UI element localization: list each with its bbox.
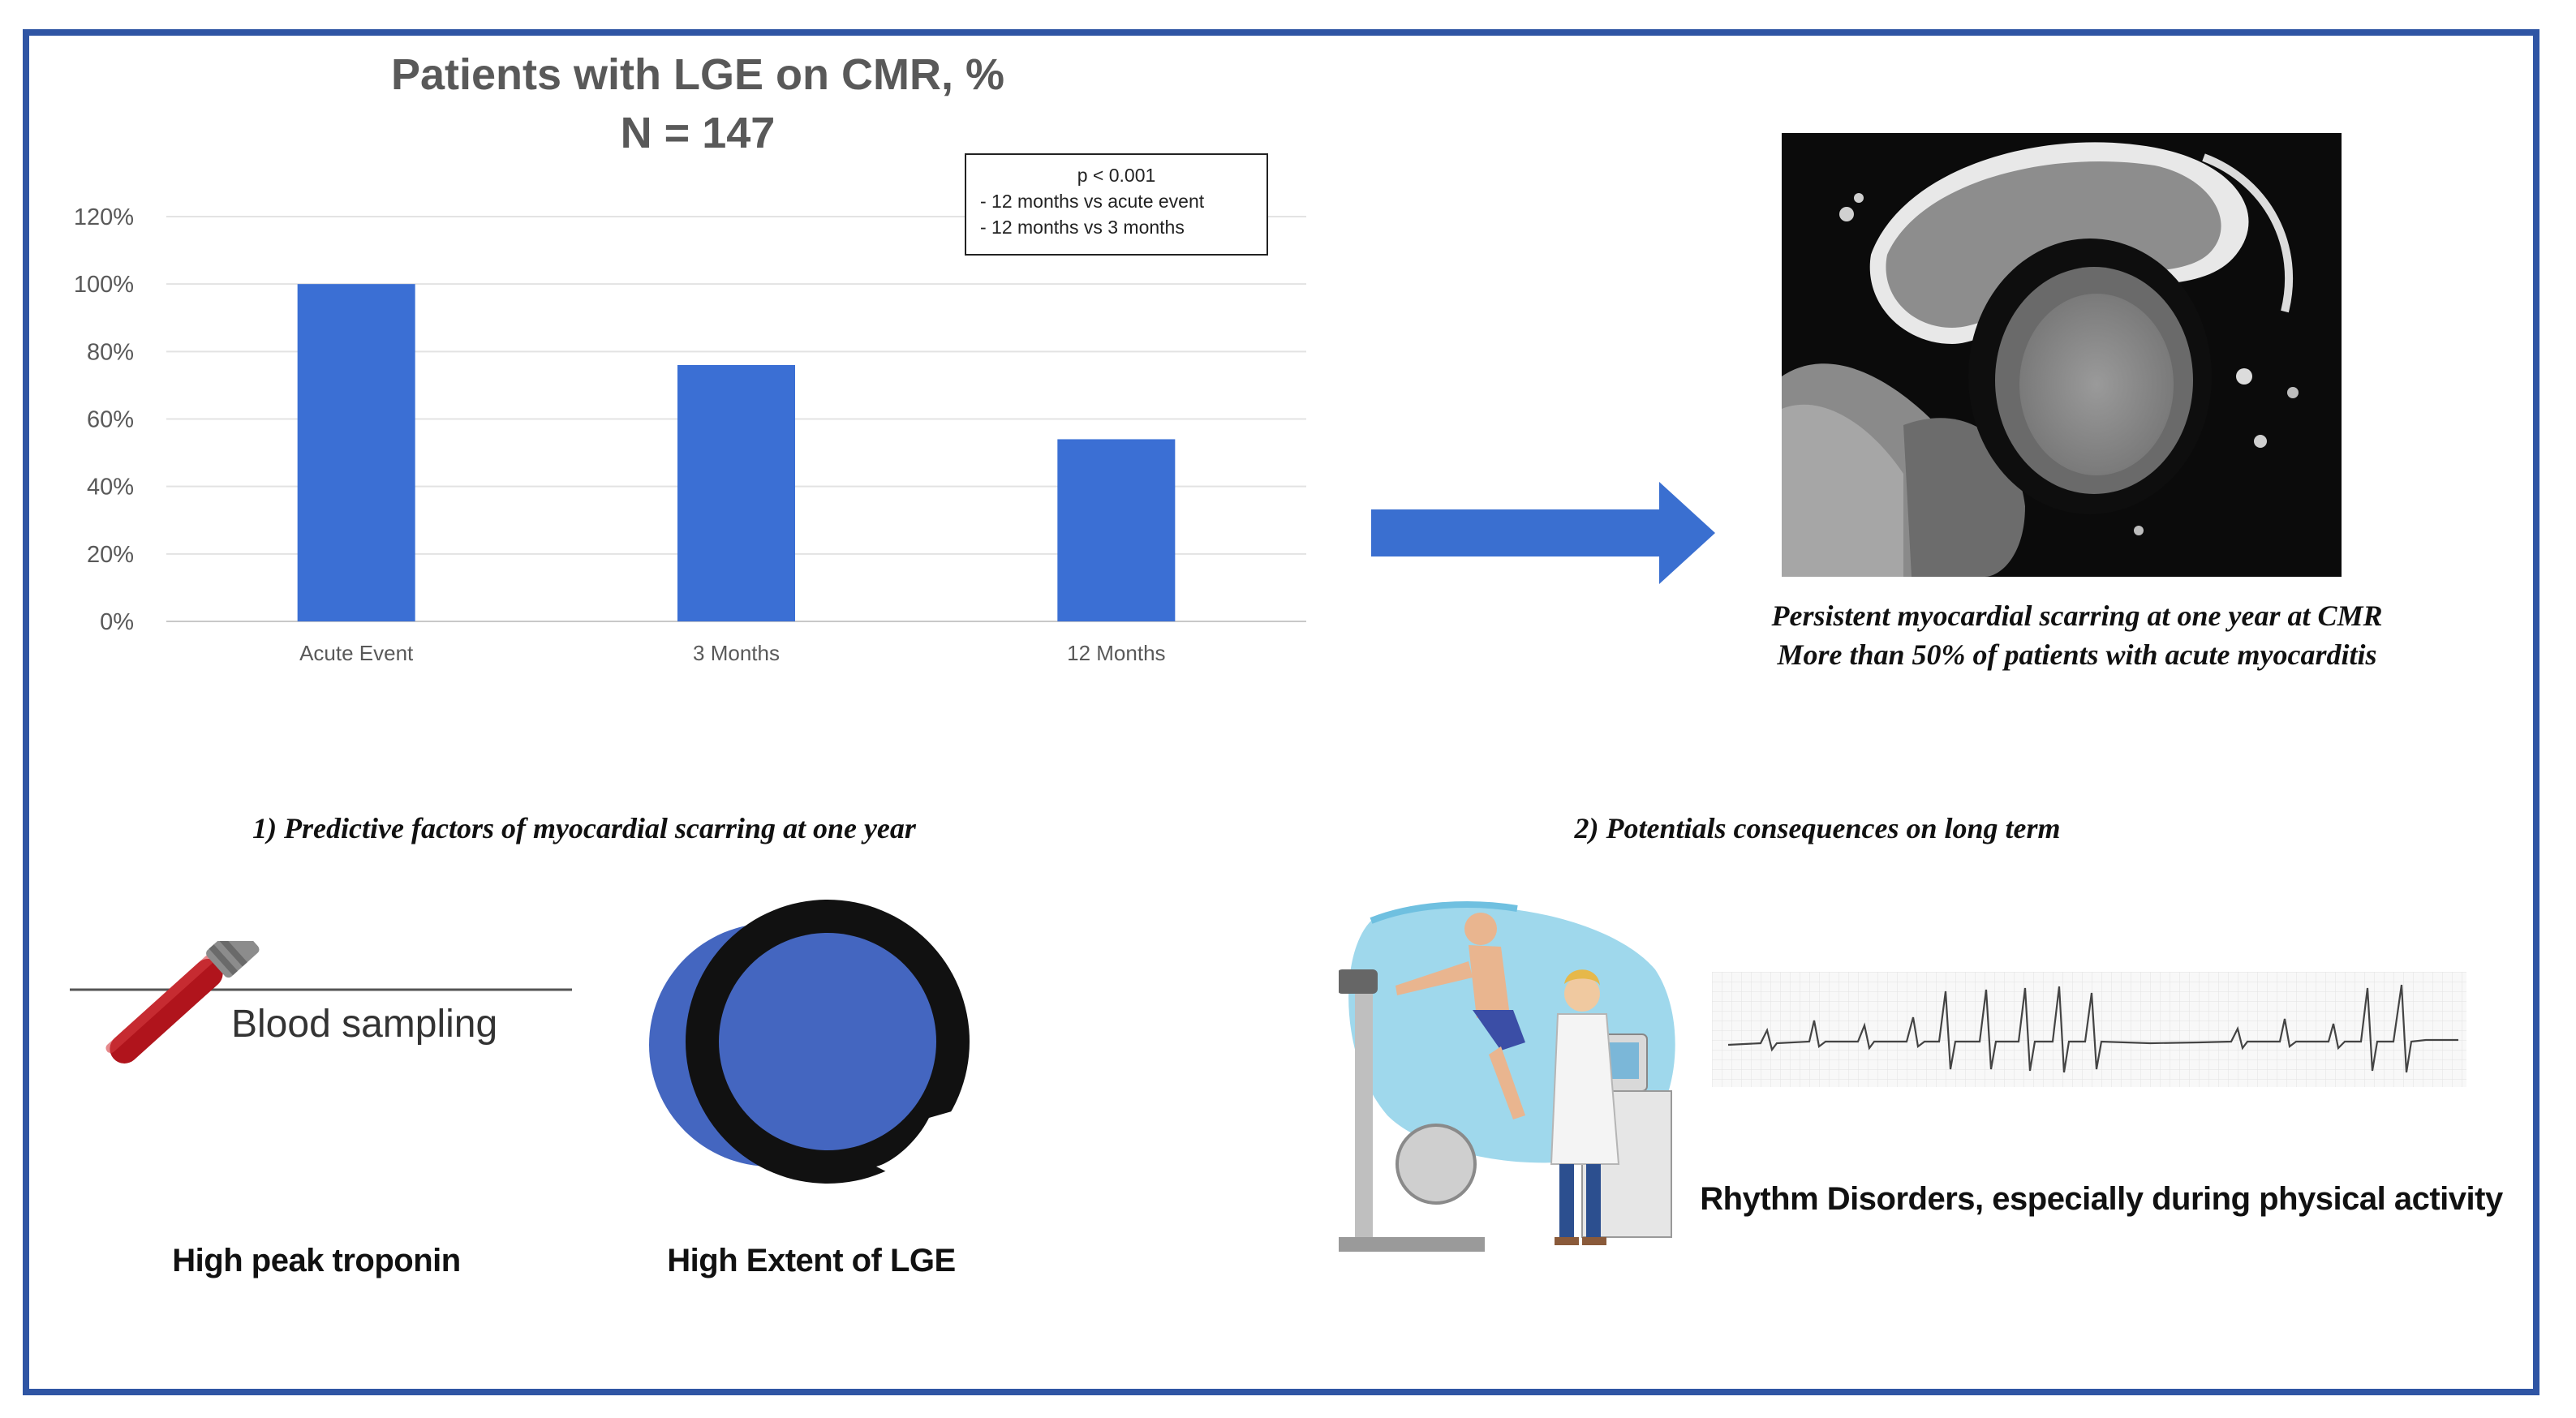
cardiac-mri-image (1782, 133, 2342, 577)
figure-frame (23, 29, 2539, 1395)
p-value-box: p < 0.001 - 12 months vs acute event - 1… (965, 153, 1268, 256)
blood-sampling-text: Blood sampling (231, 1003, 497, 1046)
section2-heading: 2) Potentials consequences on long term (1574, 812, 2061, 844)
section1-heading: 1) Predictive factors of myocardial scar… (252, 812, 916, 844)
bar-12-months (1057, 439, 1176, 621)
ecg-strip-image (1712, 972, 2466, 1087)
y-tick-label: 60% (87, 407, 134, 433)
lge-extent-icon (649, 900, 970, 1184)
y-tick-label: 80% (87, 339, 134, 365)
rhythm-label: Rhythm Disorders, especially during phys… (1700, 1181, 2503, 1217)
y-tick-label: 120% (74, 204, 134, 230)
bar-3-months (677, 364, 795, 621)
lge-bar-chart: Patients with LGE on CMR, % N = 147 0% 20… (74, 50, 1306, 665)
troponin-label: High peak troponin (172, 1243, 461, 1278)
bar-acute-event (297, 284, 415, 621)
lge-label: High Extent of LGE (667, 1243, 956, 1278)
blood-sample-tube-icon: Blood sampling (70, 941, 572, 1064)
x-axis-categories: Acute Event 3 Months 12 Months (299, 641, 1165, 665)
mri-caption-line-1: Persistent myocardial scarring at one ye… (1771, 599, 2383, 632)
chart-subtitle: N = 147 (621, 109, 776, 157)
y-axis-ticks: 0% 20% 40% 60% 80% 100% 120% (74, 204, 134, 635)
x-category-label: 3 Months (693, 641, 780, 665)
comparison-line-2: - 12 months vs 3 months (980, 217, 1185, 238)
comparison-line-1: - 12 months vs acute event (980, 191, 1205, 212)
mri-caption-line-2: More than 50% of patients with acute myo… (1777, 638, 2377, 671)
y-tick-label: 100% (74, 272, 134, 298)
x-category-label: Acute Event (299, 641, 414, 665)
p-value-line: p < 0.001 (1077, 165, 1156, 186)
y-tick-label: 40% (87, 475, 134, 501)
x-category-label: 12 Months (1067, 641, 1165, 665)
chart-title: Patients with LGE on CMR, % (391, 50, 1004, 99)
right-arrow-icon (1371, 482, 1715, 584)
y-tick-label: 20% (87, 542, 134, 568)
exercise-test-illustration (1339, 901, 1675, 1252)
chart-bars (297, 284, 1176, 621)
y-tick-label: 0% (100, 609, 134, 635)
